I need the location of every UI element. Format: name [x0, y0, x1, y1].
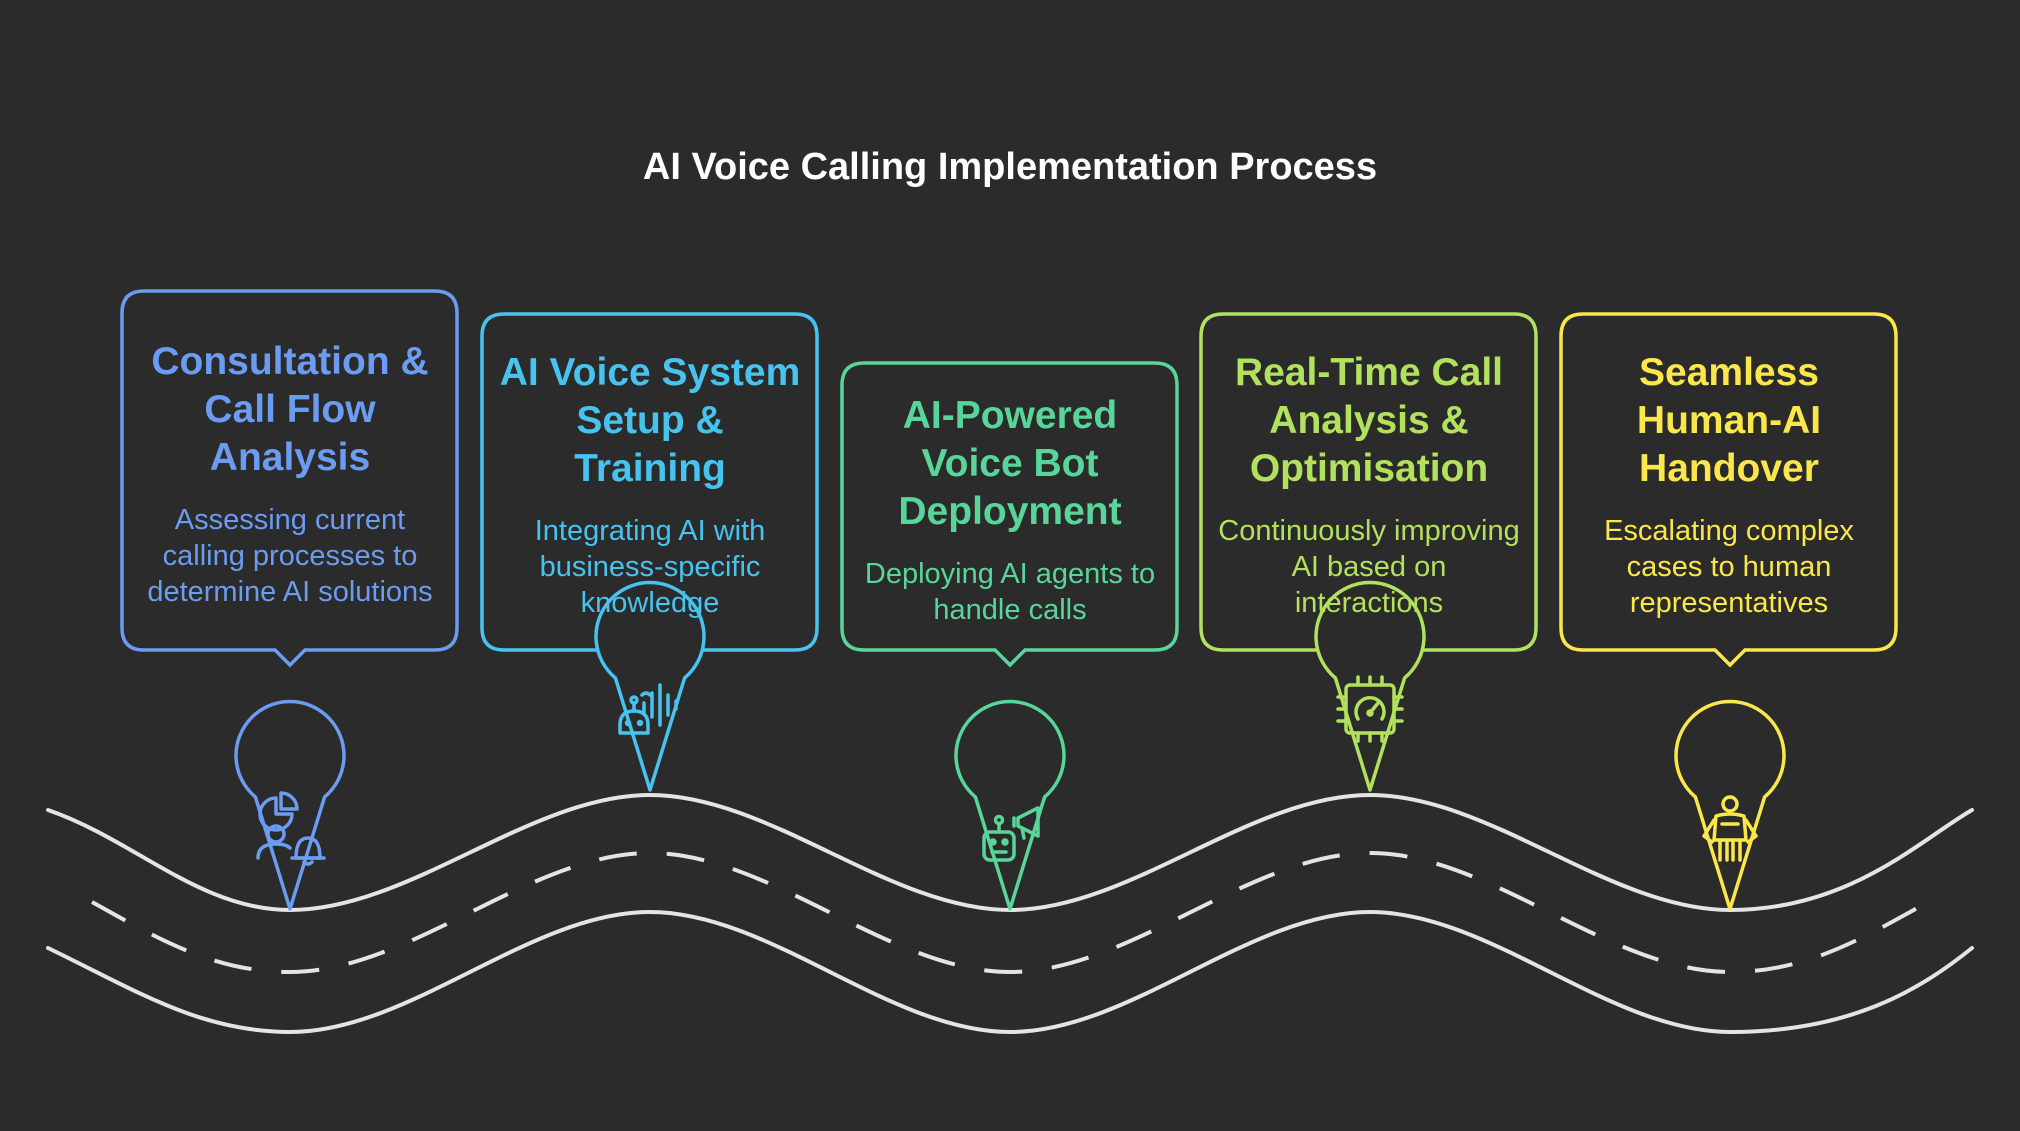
step-3-box	[840, 361, 1179, 668]
chip-gauge-icon	[1336, 675, 1404, 743]
step-4-heading: Real-Time Call Analysis & Optimisation	[1234, 351, 1504, 490]
human-figure-icon	[1702, 795, 1758, 862]
analytics-user-bell-icon	[256, 791, 326, 866]
step-3-pin	[954, 699, 1066, 911]
step-5-pin	[1674, 699, 1786, 911]
robot-soundwave-icon	[618, 683, 678, 735]
step-2-card: AI Voice System Setup & Training Integra…	[482, 314, 818, 650]
road-bottom-edge	[46, 909, 1974, 1035]
step-4-card: Real-Time Call Analysis & Optimisation C…	[1201, 314, 1537, 650]
step-1-pin	[234, 699, 346, 911]
road-center-dashes	[91, 850, 1929, 975]
step-2-heading: AI Voice System Setup & Training	[499, 351, 801, 490]
step-4-description: Continuously improving AI based on inter…	[1218, 515, 1520, 619]
step-3-description: Deploying AI agents to handle calls	[864, 557, 1156, 626]
step-3-heading: AI-Powered Voice Bot Deployment	[898, 393, 1122, 533]
step-5-description: Escalating complex cases to human repres…	[1604, 515, 1854, 619]
step-1-box	[120, 289, 459, 668]
step-1-heading: Consultation & Call Flow Analysis	[151, 339, 429, 479]
step-1-card: Consultation & Call Flow Analysis Assess…	[122, 291, 458, 650]
diagram-title: AI Voice Calling Implementation Process	[642, 146, 1378, 188]
robot-megaphone-icon	[982, 806, 1040, 862]
step-2-description: Integrating AI with business-specific kn…	[534, 515, 766, 619]
step-1-description: Assessing current calling processes to d…	[147, 503, 433, 608]
step-5-card: Seamless Human-AI Handover Escalating co…	[1561, 314, 1897, 650]
step-4-pin	[1314, 580, 1426, 792]
step-3-card: AI-Powered Voice Bot Deployment Deployin…	[842, 363, 1178, 650]
step-5-heading: Seamless Human-AI Handover	[1636, 351, 1822, 490]
step-5-box	[1559, 312, 1898, 668]
step-2-pin	[594, 580, 706, 792]
